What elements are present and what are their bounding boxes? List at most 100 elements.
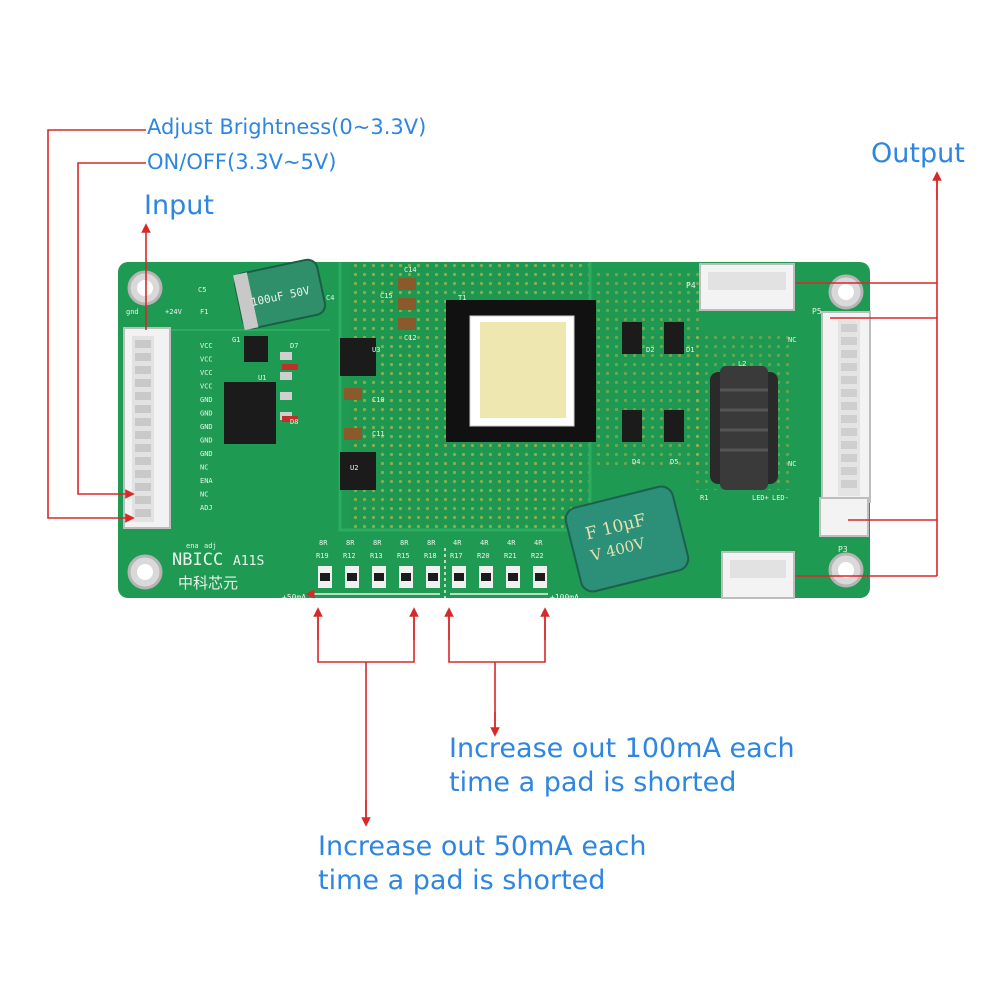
resistor-body	[535, 573, 545, 581]
resistor-value-label: 4R	[453, 539, 462, 547]
resistor-ref-label: R15	[397, 552, 410, 560]
ref-p4: P4	[686, 281, 696, 290]
adjust-brightness-label: Adjust Brightness(0~3.3V)	[147, 115, 427, 139]
output-pin	[841, 428, 857, 436]
component-ref: D1	[686, 346, 694, 354]
input-pin	[135, 457, 151, 465]
output-pin	[841, 441, 857, 449]
large-electrolytic-capacitor	[564, 485, 690, 593]
output-pin-label: NC	[788, 460, 796, 468]
resistor-body	[320, 573, 330, 581]
component-ref: C12	[404, 334, 417, 342]
component-ref: C11	[372, 430, 385, 438]
diodes	[622, 322, 684, 442]
output-pin	[841, 480, 857, 488]
input-pin-label: NC	[200, 464, 208, 472]
input-pin-label: NC	[200, 491, 208, 499]
output-arrow	[796, 176, 938, 577]
input-pin-label: VCC	[200, 383, 213, 391]
resistor-body	[481, 573, 491, 581]
output-connector-p5	[821, 311, 871, 503]
ref-p3: P3	[838, 545, 848, 554]
component-ref: T1	[458, 294, 466, 302]
component-ref: G1	[232, 336, 240, 344]
component-ref: D5	[670, 458, 678, 466]
output-pin	[841, 350, 857, 358]
board-model-text: NBICC	[172, 550, 223, 570]
input-pin-label: ENA	[200, 477, 213, 485]
output-connector-p3	[819, 497, 869, 537]
component-ref: D4	[632, 458, 640, 466]
component-ref: adj	[204, 542, 217, 550]
input-pin	[135, 353, 151, 361]
input-pin-label: GND	[200, 423, 213, 431]
output-pin	[841, 454, 857, 462]
resistor-ref-label: R12	[343, 552, 356, 560]
output-pin	[841, 324, 857, 332]
scale-right-label: +100mA	[550, 593, 579, 602]
input-pin	[135, 340, 151, 348]
ic-g1	[244, 336, 268, 362]
input-pin-label: GND	[200, 450, 213, 458]
resistor-ref-label: R22	[531, 552, 544, 560]
resistor-body	[454, 573, 464, 581]
component-ref: C14	[404, 266, 417, 274]
board-model-suffix: A11S	[233, 554, 264, 569]
output-connector-p4	[699, 263, 795, 311]
input-pin	[135, 470, 151, 478]
increase-50ma-arrow	[317, 612, 415, 822]
input-connector	[123, 327, 171, 529]
component-ref: R1	[700, 494, 708, 502]
increase-50ma-line1: Increase out 50mA each	[318, 831, 647, 862]
on-off-arrow	[77, 162, 146, 499]
component-ref: C10	[372, 396, 385, 404]
transformer-t1	[446, 300, 596, 442]
smd-capacitors	[280, 278, 416, 440]
input-pin-label: GND	[200, 410, 213, 418]
annotation-arrows	[47, 129, 942, 827]
resistor-body	[347, 573, 357, 581]
component-ref: +24V	[165, 308, 183, 316]
mounting-hole-bottom-left	[127, 554, 163, 590]
input-pin-label: VCC	[200, 356, 213, 364]
input-pin-label: ADJ	[200, 504, 213, 512]
resistor-ref-label: R20	[477, 552, 490, 560]
component-ref: D7	[290, 342, 298, 350]
input-pin	[135, 392, 151, 400]
input-pin	[135, 431, 151, 439]
output-label: Output	[871, 138, 965, 169]
resistor-ref-label: R21	[504, 552, 517, 560]
output-pin	[841, 363, 857, 371]
input-pin	[135, 405, 151, 413]
output-pin	[841, 337, 857, 345]
input-pin-label: GND	[200, 396, 213, 404]
input-pin	[135, 366, 151, 374]
ic-u1	[224, 382, 276, 444]
resistor-value-label: 8R	[400, 539, 409, 547]
input-pin	[135, 418, 151, 426]
output-pin-label: NC	[788, 336, 796, 344]
resistor-ref-label: R17	[450, 552, 463, 560]
ic-u2	[340, 452, 376, 490]
output-pin	[841, 467, 857, 475]
component-ref: D8	[290, 418, 298, 426]
input-pin	[135, 483, 151, 491]
resistor-ref-label: R19	[316, 552, 329, 560]
increase-100ma-line1: Increase out 100mA each	[449, 733, 795, 764]
resistor-ref-label: R13	[370, 552, 383, 560]
component-ref: C4	[326, 294, 334, 302]
mounting-hole-top-left	[127, 270, 163, 306]
ref-p5: P5	[812, 307, 822, 316]
resistor-value-label: 4R	[507, 539, 516, 547]
input-label: Input	[144, 190, 214, 221]
resistor-body	[401, 573, 411, 581]
output-connector-bottom	[721, 551, 795, 599]
scale-left-label: +50mA	[282, 593, 306, 602]
resistor-value-label: 8R	[319, 539, 328, 547]
output-pin	[841, 389, 857, 397]
component-ref: gnd	[126, 308, 139, 316]
